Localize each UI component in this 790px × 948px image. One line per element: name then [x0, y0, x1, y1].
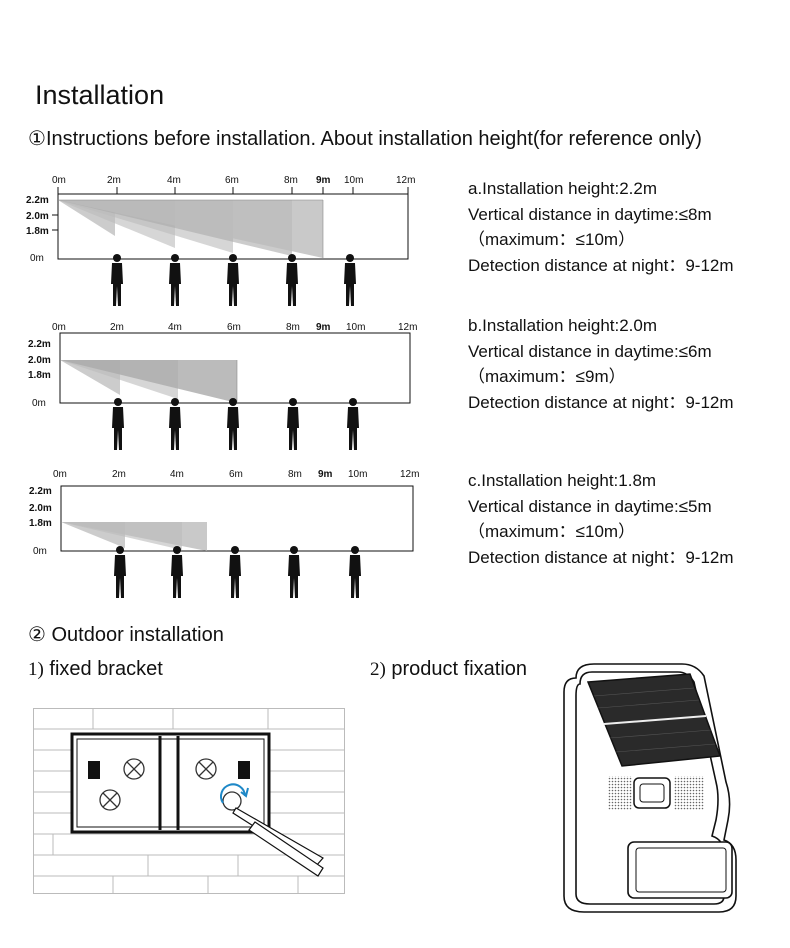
x-tick: 0m [52, 175, 66, 186]
bracket-illustration [33, 708, 345, 894]
spec-block-b: b.Installation height:2.0m Vertical dist… [468, 313, 734, 415]
person-silhouettes [112, 398, 359, 450]
y-tick: 0m [30, 253, 44, 264]
x-tick: 0m [52, 322, 66, 333]
speaker-grille [608, 776, 704, 810]
spec-night: Detection distance at night：9-12m [468, 255, 734, 275]
detection-zone [58, 199, 324, 258]
x-tick: 4m [170, 469, 184, 480]
step-number: 1) [28, 659, 44, 680]
section-text: Outdoor installation [45, 624, 224, 646]
x-tick: 10m [346, 322, 365, 333]
spec-daytime: Vertical distance in daytime:≤8m [468, 204, 712, 224]
spec-height: a.Installation height:2.2m [468, 179, 658, 198]
y-tick: 2.0m [28, 355, 51, 366]
spec-daytime: Vertical distance in daytime:≤6m [468, 341, 712, 361]
spec-night: Detection distance at night：9-12m [468, 392, 734, 412]
x-tick: 10m [348, 469, 367, 480]
y-tick: 2.2m [26, 195, 49, 206]
x-tick: 12m [396, 175, 415, 186]
y-tick: 2.0m [29, 503, 52, 514]
x-tick: 6m [227, 322, 241, 333]
section-instructions-heading: ①Instructions before installation. About… [28, 126, 702, 151]
x-tick: 4m [167, 175, 181, 186]
x-tick: 2m [107, 175, 121, 186]
section-outdoor-heading: ② Outdoor installation [28, 622, 224, 647]
x-tick: 12m [400, 469, 419, 480]
x-tick: 8m [286, 322, 300, 333]
spec-maximum: （maximum：≤9m） [468, 367, 626, 386]
step-number: 2) [370, 659, 386, 680]
height-diagram-b: 0m 2m 4m 6m 8m 9m 10m 12m 2.2m 2.0m 1.8m… [28, 322, 417, 450]
step-text: fixed bracket [43, 658, 163, 680]
x-tick: 6m [229, 469, 243, 480]
detection-zone [61, 522, 207, 551]
y-tick: 2.2m [28, 339, 51, 350]
x-tick: 8m [284, 175, 298, 186]
section-number: ① [28, 128, 46, 150]
detection-zone [60, 360, 238, 403]
person-silhouettes [114, 546, 361, 598]
y-tick: 0m [33, 546, 47, 557]
y-tick: 0m [32, 398, 46, 409]
step-product-fixation: 2) product fixation [370, 658, 527, 681]
spec-maximum: （maximum：≤10m） [468, 230, 636, 249]
sensor-window [633, 777, 671, 809]
spec-night: Detection distance at night：9-12m [468, 547, 734, 567]
rotate-arrow-icon [220, 783, 246, 804]
x-tick: 10m [344, 175, 363, 186]
y-tick: 1.8m [29, 518, 52, 529]
x-tick: 2m [112, 469, 126, 480]
section-text: Instructions before installation. About … [45, 128, 702, 150]
x-tick: 4m [168, 322, 182, 333]
x-tick: 0m [53, 469, 67, 480]
spec-daytime: Vertical distance in daytime:≤5m [468, 496, 712, 516]
page-title: Installation [35, 80, 165, 110]
y-tick: 1.8m [26, 226, 49, 237]
person-silhouettes [111, 254, 356, 306]
y-tick: 2.2m [29, 486, 52, 497]
screwdriver-icon [232, 807, 324, 877]
spec-block-c: c.Installation height:1.8m Vertical dist… [468, 468, 734, 570]
x-tick: 6m [225, 175, 239, 186]
x-tick: 8m [288, 469, 302, 480]
x-tick: 12m [398, 322, 417, 333]
x-tick: 9m [316, 175, 331, 186]
y-tick: 2.0m [26, 211, 49, 222]
light-panel [627, 841, 733, 899]
product-illustration [563, 663, 737, 913]
solar-panel [586, 673, 722, 767]
spec-height: c.Installation height:1.8m [468, 471, 657, 490]
spec-block-a: a.Installation height:2.2m Vertical dist… [468, 176, 734, 278]
step-fixed-bracket: 1) fixed bracket [28, 658, 163, 681]
spec-height: b.Installation height:2.0m [468, 316, 658, 335]
spec-maximum: （maximum：≤10m） [468, 522, 636, 541]
x-tick: 9m [318, 469, 333, 480]
x-tick: 2m [110, 322, 124, 333]
step-text: product fixation [385, 658, 528, 680]
screw-icons [99, 758, 242, 811]
height-diagram-a: 0m 2m 4m 6m 8m 9m 10m 12m 2.2m 2.0m 1.8m… [26, 175, 415, 306]
height-diagram-c: 0m 2m 4m 6m 8m 9m 10m 12m 2.2m 2.0m 1.8m… [29, 469, 419, 598]
y-tick: 1.8m [28, 370, 51, 381]
x-tick: 9m [316, 322, 331, 333]
section-number: ② [28, 624, 46, 646]
